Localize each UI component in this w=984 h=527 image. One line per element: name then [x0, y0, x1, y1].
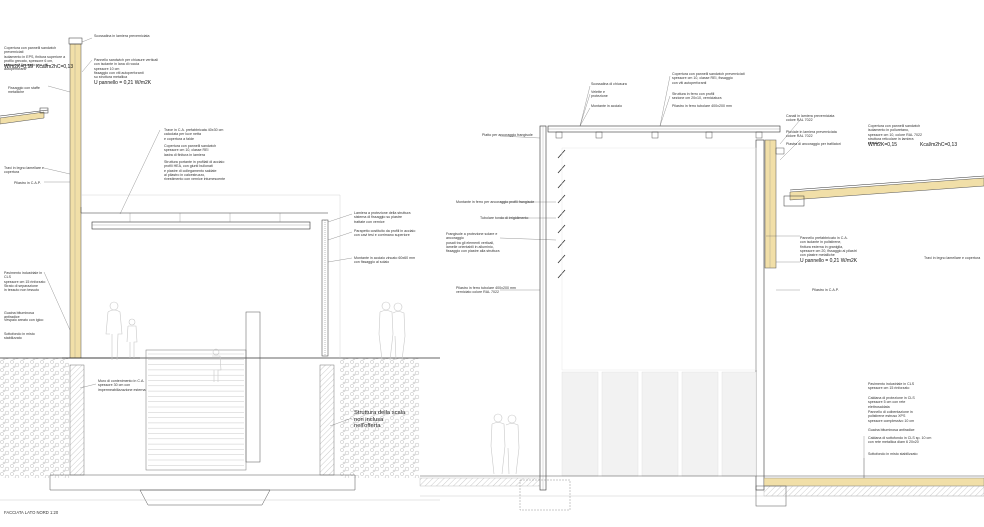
- label-r3: Montante in acciaio: [591, 104, 622, 108]
- label-r14: Pluviale in lamiera preverniciata colore…: [786, 130, 837, 139]
- brise-soleil-fin: [557, 254, 566, 264]
- label-r15: Piastra di ancoraggio per trafilatori: [786, 142, 841, 146]
- label-r24: Caldana di sottofondo in CLS sp. 10 cm c…: [868, 436, 932, 445]
- thermal-right-b: Kcal/m2hC=0,13: [920, 142, 958, 148]
- brise-soleil-fin: [557, 164, 566, 174]
- right-side-roof: [783, 175, 984, 207]
- label-r18: Travi in legno lamellare e copertura: [924, 256, 981, 260]
- label-l5: Travi in legno lamellare e copertura: [4, 166, 45, 175]
- label-r16: Copertura con pannelli sandwich isolamen…: [868, 124, 923, 146]
- label-r11: Frangisole a protezione solare e ancorag…: [446, 232, 500, 254]
- label-r22: Pannello di coibentazione in polistirene…: [868, 410, 915, 423]
- label-l11: Sottofondo in misto stabilizzato: [4, 332, 35, 341]
- label-l16: Parapetto costituito da profili in accia…: [354, 229, 416, 238]
- label-r21: Caldana di protezione in CLS spessore 5 …: [868, 396, 915, 409]
- thermal-right-a: W/m2K=0,15: [868, 142, 898, 148]
- label-r5: Copertura con pannelli sandwich preverni…: [672, 72, 745, 85]
- label-l7: Pavimento industriale in CLS spessore cm…: [4, 271, 46, 284]
- brise-soleil-fin: [557, 149, 566, 159]
- leader-lines: [43, 37, 865, 478]
- label-r25: Sottofondo in misto stabilizzato: [868, 452, 918, 456]
- brise-soleil-fin: [557, 269, 566, 279]
- thermal-left-a: W/m2K=0,15: [4, 64, 34, 70]
- people-figures-right: [490, 413, 520, 475]
- label-l10: Vespaio areato con igloo: [4, 318, 44, 322]
- label-l1: Scossalina in lamiera preverniciata: [94, 34, 150, 38]
- label-l12: Trave in C.A. prefabbricata 40x30 cm cal…: [164, 128, 224, 141]
- label-r6: Struttura in ferro con profili sezione c…: [672, 92, 722, 101]
- label-l9: Guaina bituminosa antiradice: [4, 311, 34, 320]
- right-floor: [419, 475, 984, 511]
- label-r9: Montante in ferro per ancoraggio profili…: [456, 200, 535, 204]
- label-r17: Pannello prefabbricato in C.A. con isola…: [800, 236, 857, 258]
- label-r20: Pavimento industriale in CLS spessore cm…: [868, 382, 915, 391]
- left-stair: [145, 311, 261, 471]
- brise-soleil-fins: [557, 149, 566, 279]
- thermal-left-panel: U pannello = 0,21 W/m2K: [94, 80, 152, 86]
- label-l17: Montante in acciaio zincato 60x60 mm con…: [354, 256, 416, 265]
- left-section: [0, 37, 440, 506]
- brise-soleil-fin: [557, 179, 566, 189]
- label-r2: Velette e protezione: [591, 90, 608, 99]
- people-figures-left: [105, 301, 406, 382]
- label-r23: Guaina bituminosa antiradice: [868, 428, 915, 432]
- label-l6: Pilastro in C.A.P.: [14, 181, 41, 185]
- label-r10: Tubolare tondo di irrigidimento: [480, 216, 529, 220]
- glazing-panels: [561, 371, 757, 477]
- brise-soleil-fin: [557, 239, 566, 249]
- left-canopy: [80, 207, 328, 230]
- thermal-right-panel: U pannello = 0,21 W/m2K: [800, 258, 858, 264]
- brise-soleil-fin: [557, 224, 566, 234]
- left-wall: [62, 37, 140, 359]
- label-r8: Piatto per ancoraggio frangisole: [482, 133, 533, 137]
- left-roof: [0, 107, 49, 125]
- label-l4: Fissaggio con staffe metalliche: [8, 86, 40, 95]
- brise-soleil-fin: [557, 209, 566, 219]
- right-roof: [547, 125, 781, 139]
- label-l18: Muro di contenimento in C.A. spessore 30…: [98, 379, 146, 392]
- right-section: [419, 125, 984, 511]
- label-l19: Struttura della scala non inclusa nell'o…: [354, 410, 406, 430]
- label-r13: Canali in lamiera preverniciata colore R…: [786, 114, 835, 123]
- drawing-title: FACCIATA LATO NORD 1:20: [4, 510, 59, 515]
- label-r19: Pilastro in C.A.P.: [812, 288, 839, 292]
- left-railing-post: [321, 219, 329, 357]
- label-l14: Struttura portante in profilati di accia…: [164, 160, 226, 182]
- label-l13: Copertura con pannelli sandwich spessore…: [164, 144, 217, 157]
- label-r12: Pilastro in ferro tubolare 400x200 mm ve…: [456, 286, 516, 295]
- label-l2: Copertura con pannelli sandwich preverni…: [4, 46, 66, 72]
- label-r1: Scossalina di chiusura: [591, 82, 627, 86]
- label-r7: Pilastro in ferro tubolare 400x200 mm: [672, 104, 732, 108]
- label-l15: Lamiera a protezione della struttura sis…: [354, 211, 411, 224]
- label-l8: Strato di separazione in tessuto non tes…: [4, 284, 39, 293]
- left-ground: [0, 357, 440, 506]
- label-l3: Pannello sandwich per chiusure verticali…: [94, 58, 158, 80]
- thermal-left-b: Kcal/m2hC=0,13: [36, 64, 74, 70]
- brise-soleil-fin: [557, 194, 566, 204]
